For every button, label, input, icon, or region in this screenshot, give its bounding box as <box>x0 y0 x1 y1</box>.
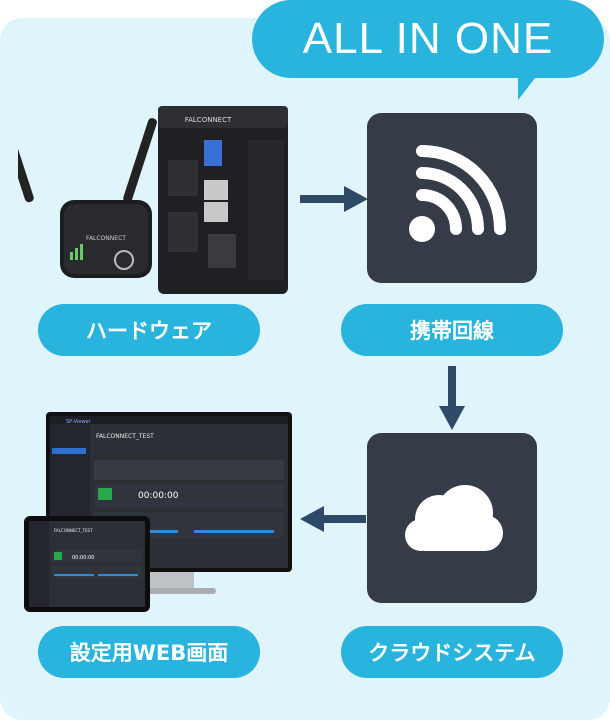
cloud-tile <box>367 433 537 603</box>
web-screen-image: SP-Viewer FALCONNECT_TEST 00:00:00 FALCO… <box>24 412 292 612</box>
cloud-label: クラウドシステム <box>341 626 563 678</box>
wifi-icon <box>409 145 506 242</box>
svg-text:SP-Viewer: SP-Viewer <box>66 419 92 425</box>
web-label: 設定用WEB画面 <box>38 626 260 678</box>
carrier-tile <box>367 113 537 283</box>
svg-text:FALCONNECT_TEST: FALCONNECT_TEST <box>96 433 154 440</box>
hardware-image: FALCONNECT FALCONNECT <box>18 106 288 294</box>
carrier-label: 携帯回線 <box>341 304 563 356</box>
svg-text:FALCONNECT_TEST: FALCONNECT_TEST <box>54 528 93 533</box>
headline-text: ALL IN ONE <box>302 14 554 63</box>
headline-bubble: ALL IN ONE <box>252 0 604 78</box>
cloud-icon <box>405 485 503 551</box>
antenna-left <box>18 117 34 203</box>
antenna-right <box>123 118 157 203</box>
arrow-left <box>300 506 366 532</box>
svg-text:FALCONNECT: FALCONNECT <box>86 235 126 242</box>
arrow-down <box>439 366 465 430</box>
svg-text:00:00:00: 00:00:00 <box>72 555 94 561</box>
arrow-right-1 <box>300 186 368 212</box>
bubble-tail <box>518 64 546 100</box>
svg-text:FALCONNECT: FALCONNECT <box>185 116 232 124</box>
svg-text:00:00:00: 00:00:00 <box>138 491 179 501</box>
hardware-label: ハードウェア <box>38 304 260 356</box>
